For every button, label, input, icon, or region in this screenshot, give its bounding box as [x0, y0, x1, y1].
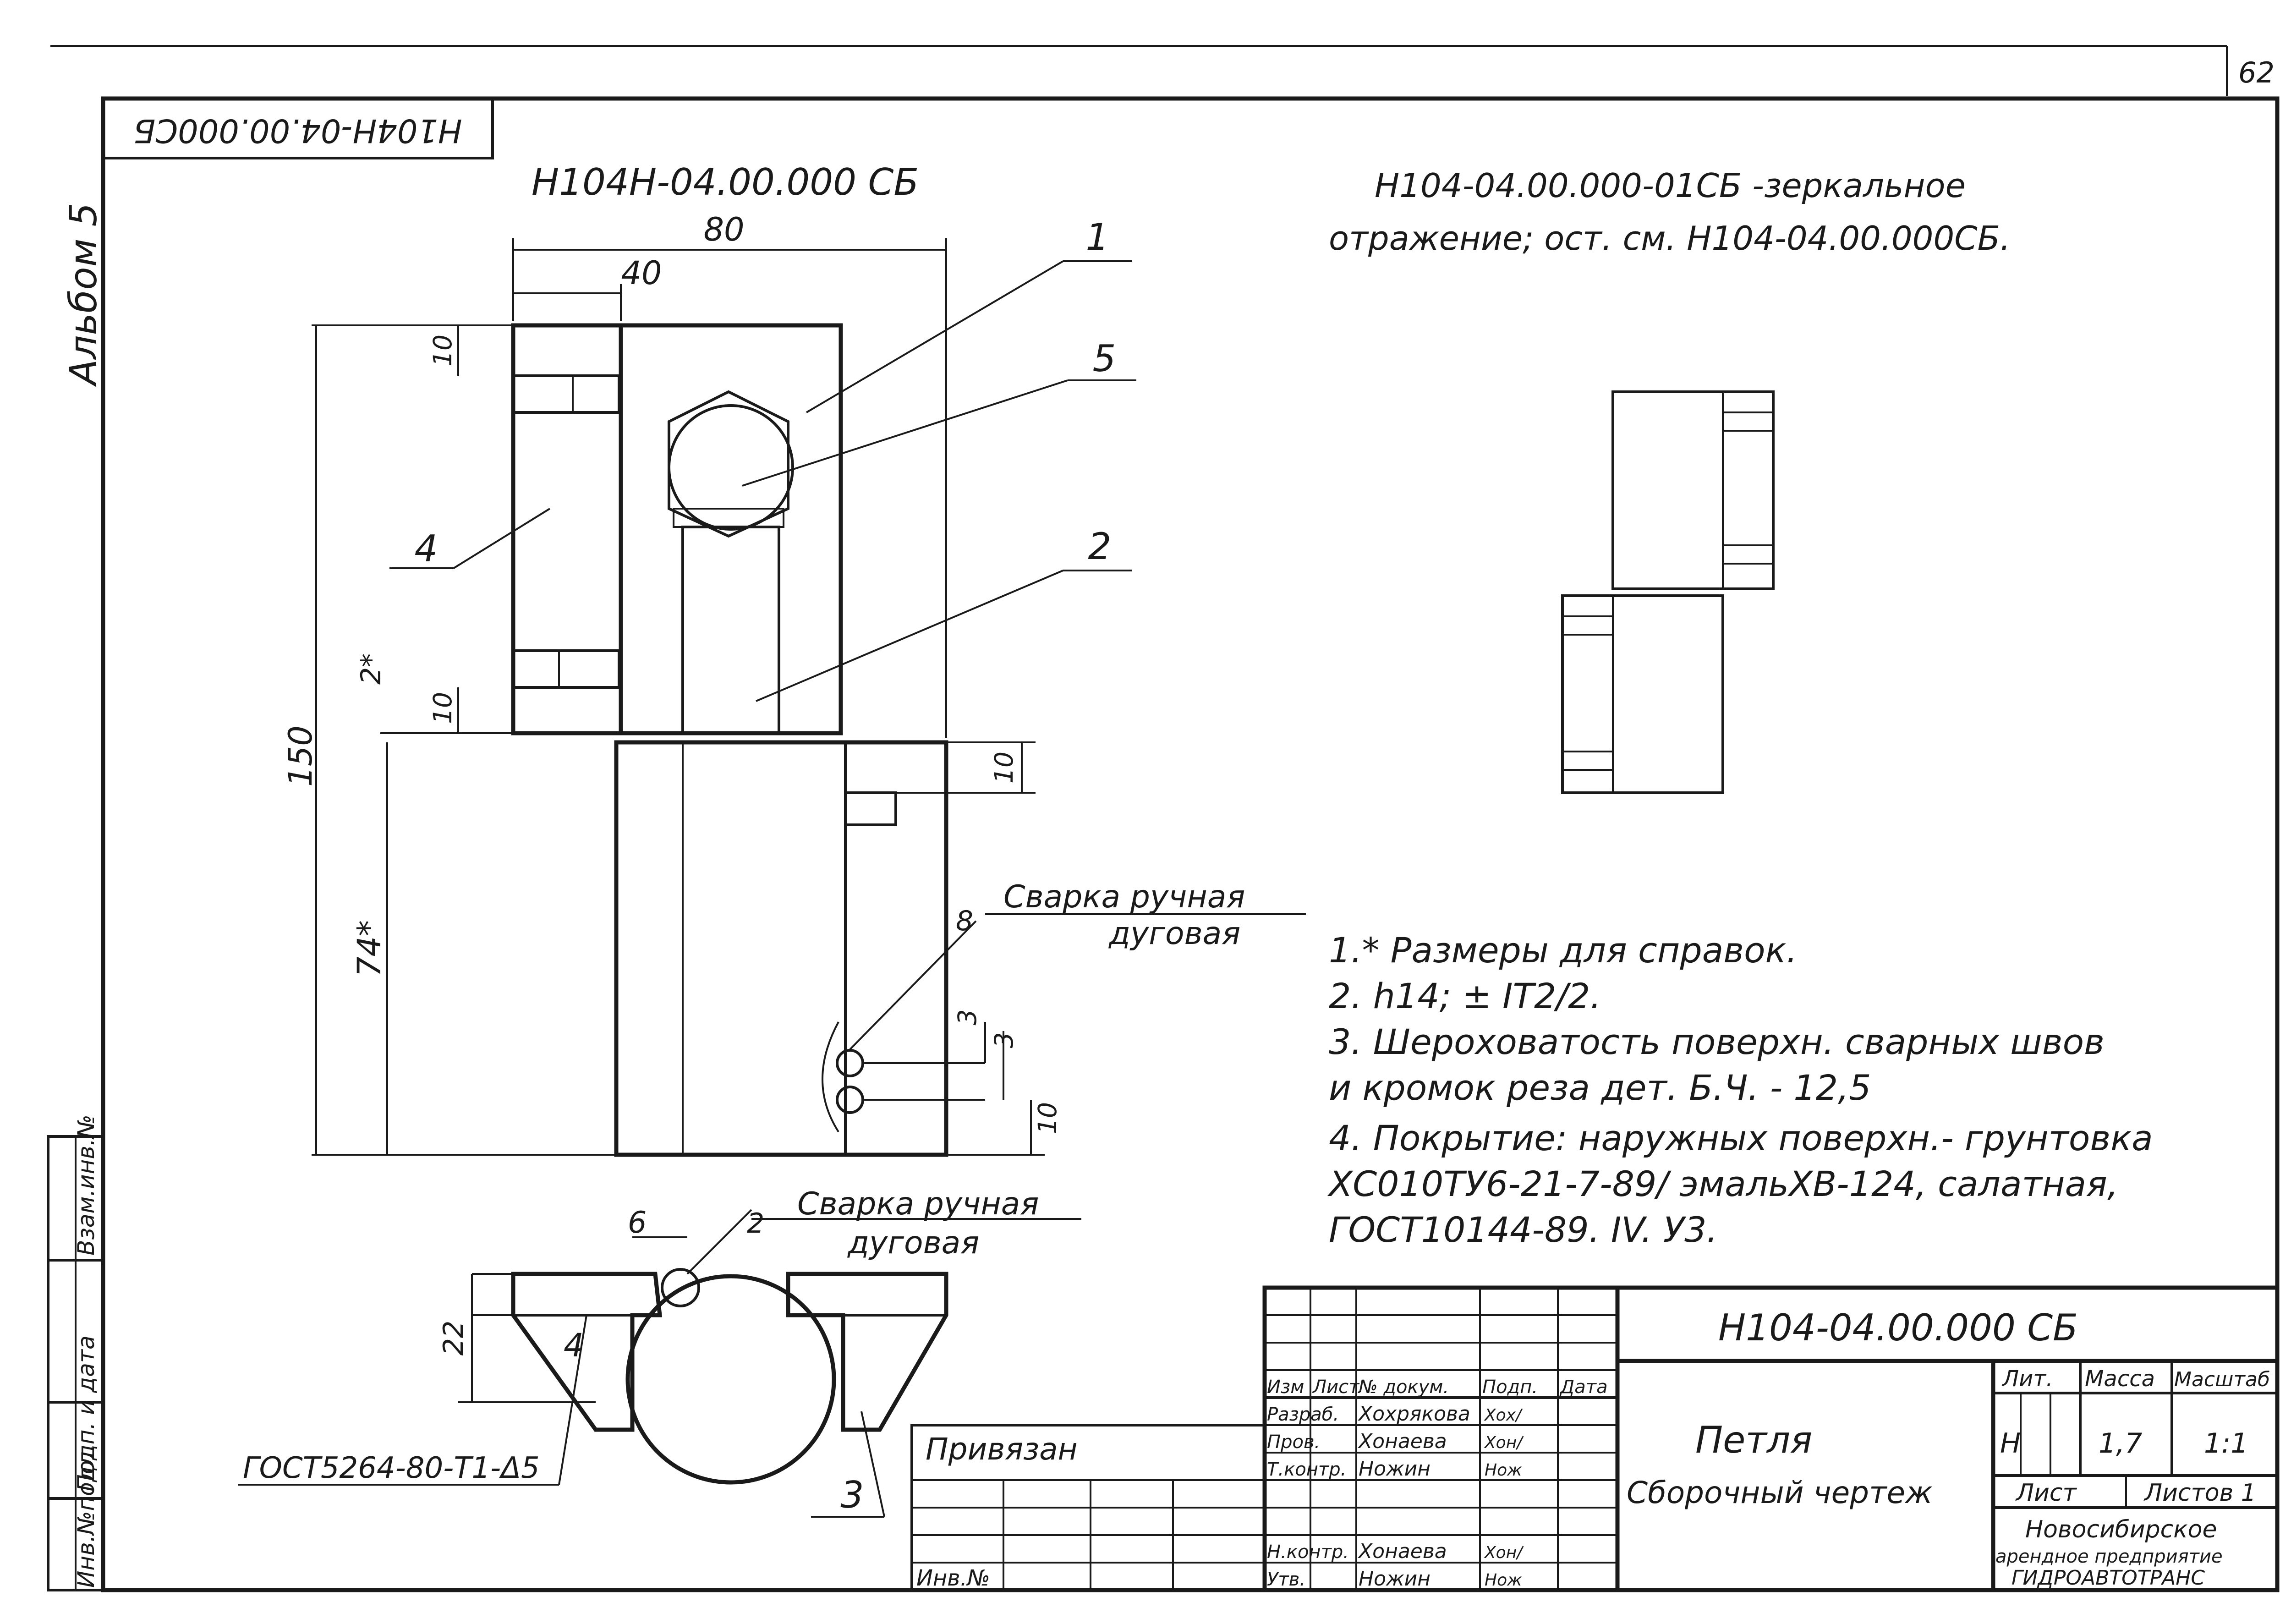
dim-plan-gap: 6: [628, 1206, 647, 1240]
row-prov-role: Пров.: [1267, 1432, 1320, 1453]
row-nkontr-sign: Хон/: [1484, 1543, 1524, 1562]
dim-plan-height: 22: [438, 1321, 470, 1355]
tech-note-4c: ГОСТ10144-89. IV. У3.: [1329, 1209, 1718, 1250]
dim-rib-top: 10: [428, 335, 457, 367]
dim-height-total: 150: [282, 725, 319, 787]
tech-note-1: 1.* Размеры для справок.: [1329, 930, 1798, 971]
row-utv-name: Ножин: [1359, 1567, 1431, 1591]
row-razrab-sign: Хох/: [1484, 1406, 1523, 1425]
org-line1: Новосибирское: [2025, 1516, 2217, 1543]
col-list: Лист: [1312, 1377, 1360, 1398]
callout-2: 2: [1088, 525, 1112, 568]
scale-header: Масштаб: [2174, 1368, 2270, 1391]
org-line2: арендное предприятие: [1995, 1546, 2223, 1567]
dim-lower-height: 74*: [351, 920, 388, 977]
main-dimensions: 80 40 150 74* 2* 10 10 10 3 3 10: [282, 211, 1062, 1156]
ball-5: [668, 404, 794, 531]
tech-note-3a: 3. Шероховатость поверхн. сварных швов: [1329, 1021, 2105, 1062]
weld-note-side-line2: дуговая: [1108, 916, 1240, 952]
scale-value: 1:1: [2204, 1427, 2248, 1459]
org-line3: ГИДРОАВТОТРАНС: [2011, 1566, 2205, 1590]
gost-weld-ref: ГОСТ5264-80-Т1-Δ5: [243, 1451, 540, 1485]
col-data: Дата: [1559, 1377, 1608, 1398]
mass-header: Масса: [2085, 1366, 2155, 1392]
dim-width-total: 80: [703, 211, 744, 248]
col-doc: № докум.: [1358, 1377, 1449, 1398]
callout-5: 5: [1093, 337, 1116, 380]
vzam-inv-label: Взам.инв.№: [73, 1114, 99, 1256]
dim-gap: 2*: [355, 653, 387, 685]
tech-note-4b: ХС010ТУ6-21-7-89/ эмальХВ-124, салатная,: [1327, 1163, 2118, 1204]
row-prov-sign: Хон/: [1484, 1433, 1524, 1452]
album-label: Альбом 5: [62, 203, 105, 387]
weld-note-plan-line1: Сварка ручная: [797, 1186, 1039, 1222]
row-utv-sign: Нож: [1485, 1571, 1522, 1590]
dim-plan-weld: 2: [747, 1207, 764, 1240]
row-tkontr-sign: Нож: [1485, 1461, 1522, 1480]
plan-view: 22 6 2 Сварка ручная дуговая 4 ГОСТ5264-…: [238, 1186, 1081, 1518]
doc-number: Н104-04.00.000 СБ: [1718, 1306, 2078, 1349]
dim-lower-rib: 10: [989, 752, 1019, 784]
row-razrab-role: Разраб.: [1267, 1404, 1339, 1425]
weld-note-side-line1: Сварка ручная: [1003, 879, 1245, 915]
callout-1: 1: [1086, 216, 1109, 258]
dim-weld-b: 3: [989, 1032, 1019, 1048]
sheet-label: Лист: [2015, 1479, 2077, 1507]
doc-type: Сборочный чертеж: [1627, 1475, 1933, 1510]
drawing-frame: [101, 96, 2280, 1592]
inv-no-label: Инв.№: [916, 1565, 990, 1591]
mass-value: 1,7: [2099, 1427, 2142, 1459]
row-nkontr-role: Н.контр.: [1267, 1542, 1349, 1563]
row-razrab-name: Хохрякова: [1358, 1402, 1470, 1426]
callouts: 1 5 2 4 8 Сварка ручная дуговая: [389, 216, 1306, 1050]
main-section-view: [511, 323, 985, 1157]
row-nkontr-name: Хонаева: [1358, 1540, 1447, 1563]
row-tkontr-name: Ножин: [1359, 1457, 1431, 1481]
privyazan-block: Привязан Инв.№: [910, 1424, 1266, 1591]
dim-rib-bottom: 10: [428, 692, 457, 724]
tech-note-4a: 4. Покрытие: наружных поверхн.- грунтовк…: [1329, 1118, 2153, 1158]
mirrored-stamp: Н104Н-04.00.000СБ: [102, 97, 494, 159]
col-izm: Изм: [1267, 1377, 1304, 1398]
inv-podl-label: Инв.№подл.: [73, 1444, 99, 1588]
mirror-note-line1: Н104-04.00.000-01СБ -зеркальное: [1375, 166, 1966, 205]
dim-weld-a: 3: [953, 1010, 982, 1026]
part-name: Петля: [1695, 1419, 1812, 1461]
technical-notes: 1.* Размеры для справок. 2. h14; ± IT2/2…: [1327, 930, 2153, 1250]
lit-value: Н: [2000, 1427, 2021, 1459]
tech-note-2: 2. h14; ± IT2/2.: [1329, 976, 1601, 1016]
sheets-label: Листов 1: [2143, 1479, 2256, 1507]
tech-note-3b: и кромок реза дет. Б.Ч. - 12,5: [1329, 1067, 1871, 1108]
weld-note-plan-line2: дуговая: [847, 1225, 979, 1261]
callout-8: 8: [956, 905, 973, 937]
svg-text:Н104Н-04.00.000СБ: Н104Н-04.00.000СБ: [133, 112, 462, 149]
left-margin-strip: Инв.№подл. Подп. и дата Взам.инв.№: [47, 1114, 104, 1591]
main-view-title: Н104Н-04.00.000 СБ: [532, 161, 919, 203]
title-block: Изм Лист № докум. Подп. Дата Разраб. Хох…: [1262, 1285, 2280, 1592]
dim-width-half: 40: [621, 254, 662, 292]
callout-4-plan: 4: [564, 1327, 584, 1364]
mirror-note-line2: отражение; ост. см. Н104-04.00.000СБ.: [1329, 219, 2011, 258]
row-tkontr-role: Т.контр.: [1267, 1459, 1346, 1480]
page-number: 62: [2238, 56, 2275, 89]
podp-data-label: Подп. и дата: [73, 1335, 99, 1492]
privyazan-label: Привязан: [926, 1432, 1078, 1467]
row-prov-name: Хонаева: [1358, 1430, 1447, 1453]
mirror-view: [1561, 390, 1775, 794]
callout-4: 4: [415, 527, 438, 570]
col-podp: Подп.: [1482, 1377, 1538, 1398]
row-utv-role: Утв.: [1267, 1569, 1305, 1590]
dim-weld-c: 10: [1033, 1102, 1062, 1134]
callout-3: 3: [841, 1474, 864, 1516]
lit-header: Лит.: [2001, 1366, 2053, 1392]
